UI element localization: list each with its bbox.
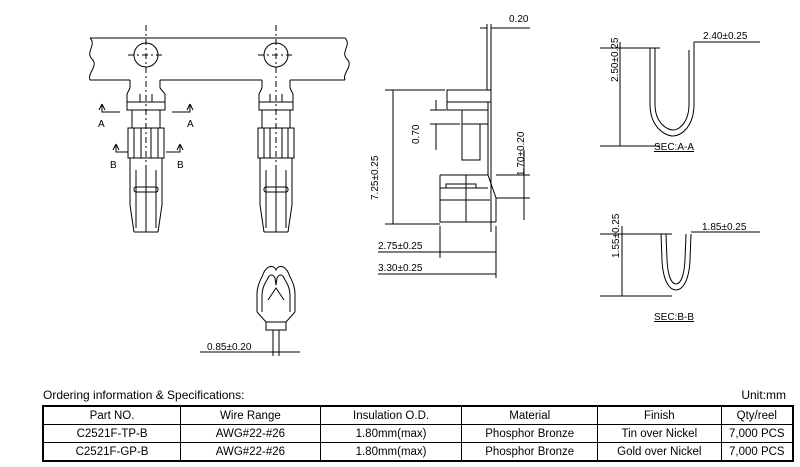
section-cut-markers: [98, 103, 194, 153]
dim-contact-width: 0.85±0.20: [207, 342, 252, 353]
cell-part-no: C2521F-GP-B: [42, 442, 182, 462]
dim-overall-height: 7.25±0.25: [370, 155, 381, 200]
cell-finish: Gold over Nickel: [597, 442, 722, 462]
header-qty-reel: Qty/reel: [720, 405, 794, 425]
section-label-a-a: SEC:A-A: [654, 142, 694, 153]
section-marker-b-left: B: [110, 160, 117, 171]
section-marker-a-right: A: [187, 119, 194, 130]
section-label-b-b: SEC:B-B: [654, 312, 694, 323]
dim-insulation-height: 1.70±0.20: [516, 131, 527, 176]
ordering-table: Part NO. Wire Range Insulation O.D. Mate…: [42, 405, 794, 462]
terminal-side-view: [439, 30, 497, 223]
section-marker-b-right: B: [177, 160, 184, 171]
section-b-b: [600, 226, 760, 297]
terminal-end-view: [200, 266, 300, 356]
cell-material: Phosphor Bronze: [461, 442, 599, 462]
cell-material: Phosphor Bronze: [461, 424, 599, 443]
table-row: C2521F-GP-B AWG#22-#26 1.80mm(max) Phosp…: [42, 442, 794, 462]
header-insulation-od: Insulation O.D.: [319, 405, 463, 425]
dim-thickness: 0.20: [509, 14, 529, 25]
side-view-dimensions: [378, 24, 530, 278]
cell-insulation-od: 1.80mm(max): [319, 424, 463, 443]
carrier-strip: [89, 37, 350, 88]
unit-label: Unit:mm: [741, 388, 786, 402]
terminal-front-2: [257, 87, 295, 233]
dim-sec-b-width: 1.85±0.25: [702, 222, 747, 233]
dim-overall-length: 3.30±0.25: [378, 263, 423, 274]
table-header-row: Part NO. Wire Range Insulation O.D. Mate…: [42, 405, 794, 425]
dim-sec-a-width: 2.40±0.25: [703, 31, 748, 42]
section-a-a: [600, 41, 760, 147]
centerlines: [128, 25, 294, 235]
cell-wire-range: AWG#22-#26: [180, 442, 321, 462]
cell-qty-reel: 7,000 PCS: [720, 442, 794, 462]
cell-wire-range: AWG#22-#26: [180, 424, 321, 443]
header-finish: Finish: [597, 405, 722, 425]
section-marker-a-left: A: [98, 119, 105, 130]
cell-part-no: C2521F-TP-B: [42, 424, 182, 443]
technical-drawing: 0.20 7.25±0.25 0.70 1.70±0.20 2.75±0.25 …: [89, 14, 760, 356]
dim-sec-a-height: 2.50±0.25: [610, 37, 621, 82]
ordering-caption: Ordering information & Specifications:: [43, 388, 245, 402]
dim-crimp-length: 2.75±0.25: [378, 241, 423, 252]
header-material: Material: [461, 405, 599, 425]
terminal-front-1: [126, 87, 166, 233]
cell-qty-reel: 7,000 PCS: [720, 424, 794, 443]
cell-finish: Tin over Nickel: [597, 424, 722, 443]
dim-lance-height: 0.70: [411, 124, 422, 144]
header-wire-range: Wire Range: [180, 405, 321, 425]
cell-insulation-od: 1.80mm(max): [319, 442, 463, 462]
table-row: C2521F-TP-B AWG#22-#26 1.80mm(max) Phosp…: [42, 424, 794, 443]
dim-sec-b-height: 1.55±0.25: [611, 213, 622, 258]
header-part-no: Part NO.: [42, 405, 182, 425]
